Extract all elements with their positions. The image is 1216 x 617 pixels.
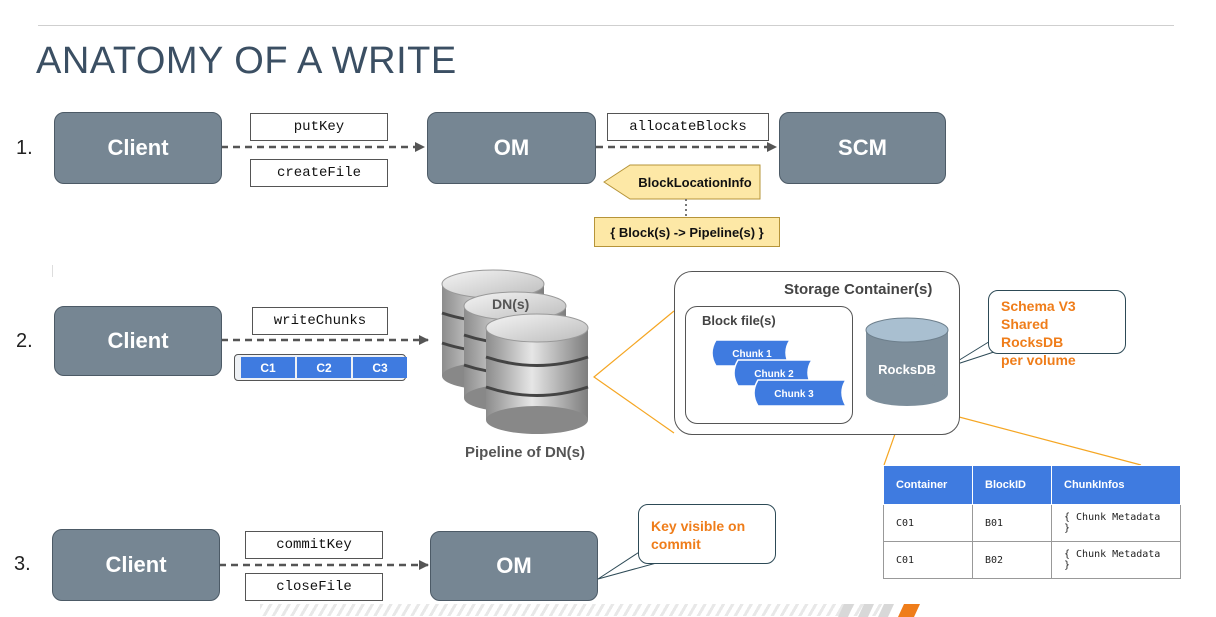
op-putkey: putKey (250, 113, 388, 141)
table-row: C01 B02 { Chunk Metadata } (883, 541, 1181, 579)
datanode-database-icon (441, 269, 589, 434)
rocksdb-cylinder-icon (865, 317, 949, 406)
block-location-info-label: BlockLocationInfo (638, 174, 752, 190)
table-header-container: Container (883, 465, 973, 505)
op-allocateblocks: allocateBlocks (607, 113, 769, 141)
client-node-3: Client (52, 529, 220, 601)
zoom-lines-dn-to-container (593, 310, 675, 434)
chunk-c3: C3 (353, 357, 407, 378)
chunk-file-3: Chunk 3 (753, 379, 848, 407)
table-header-blockid: BlockID (972, 465, 1052, 505)
page-title: ANATOMY OF A WRITE (36, 40, 457, 82)
block-location-arrow-shape (603, 164, 761, 200)
schema-callout-line-1: Schema V3 (1001, 298, 1076, 314)
footer-hatch-decoration (260, 604, 890, 616)
chunk-file-label-3: Chunk 3 (774, 389, 814, 400)
chunk-c1: C1 (241, 357, 295, 378)
pipeline-label: Pipeline of DN(s) (465, 444, 586, 461)
table-header-chunkinfos: ChunkInfos (1051, 465, 1181, 505)
table-cell-blockid: B02 (972, 541, 1052, 579)
step-number-1: 1. (16, 137, 33, 159)
key-visible-callout: Key visible on commit (638, 504, 776, 564)
block-pipeline-mapping: { Block(s) -> Pipeline(s) } (594, 217, 780, 247)
schema-callout-line-2: Shared RocksDB (1001, 316, 1064, 350)
om-node-1: OM (427, 112, 596, 184)
storage-container-label: Storage Container(s) (784, 281, 933, 298)
block-files-label: Block file(s) (702, 313, 776, 328)
client-node-1: Client (54, 112, 222, 184)
rocksdb-label: RocksDB (878, 362, 936, 377)
schema-v3-callout: Schema V3 Shared RocksDB per volume (988, 290, 1126, 368)
table-cell-container: C01 (883, 541, 973, 579)
dn-label: DN(s) (492, 296, 530, 312)
divider-tick (52, 265, 53, 277)
chunk-files-graphic: Chunk 1 Chunk 2 Chunk 3 (712, 339, 848, 407)
chunk-c2: C2 (297, 357, 351, 378)
op-writechunks: writeChunks (252, 307, 388, 335)
op-closefile: closeFile (245, 573, 383, 601)
key-visible-callout-line-2: commit (651, 536, 701, 552)
footer-accent-stripes (838, 604, 920, 617)
table-cell-blockid: B01 (972, 504, 1052, 542)
schema-callout-line-3: per volume (1001, 352, 1076, 368)
rocksdb-metadata-table: Container BlockID ChunkInfos C01 B01 { C… (883, 465, 1181, 579)
op-commitkey: commitKey (245, 531, 383, 559)
db-cylinder-front (485, 313, 589, 434)
table-row: C01 B01 { Chunk Metadata } (883, 504, 1181, 542)
top-divider (38, 25, 1174, 26)
client-node-2: Client (54, 306, 222, 376)
om-node-3: OM (430, 531, 598, 601)
chunk-file-label-1: Chunk 1 (732, 349, 772, 360)
table-cell-container: C01 (883, 504, 973, 542)
key-visible-callout-line-1: Key visible on (651, 518, 746, 534)
table-cell-chunkinfos: { Chunk Metadata } (1051, 541, 1181, 579)
step-number-2: 2. (16, 330, 33, 352)
chunk-file-label-2: Chunk 2 (754, 369, 794, 380)
op-createfile: createFile (250, 159, 388, 187)
table-cell-chunkinfos: { Chunk Metadata } (1051, 504, 1181, 542)
step-number-3: 3. (14, 553, 31, 575)
table-header-row: Container BlockID ChunkInfos (883, 465, 1181, 505)
scm-node: SCM (779, 112, 946, 184)
chunk-bar: C1 C2 C3 (234, 354, 407, 381)
